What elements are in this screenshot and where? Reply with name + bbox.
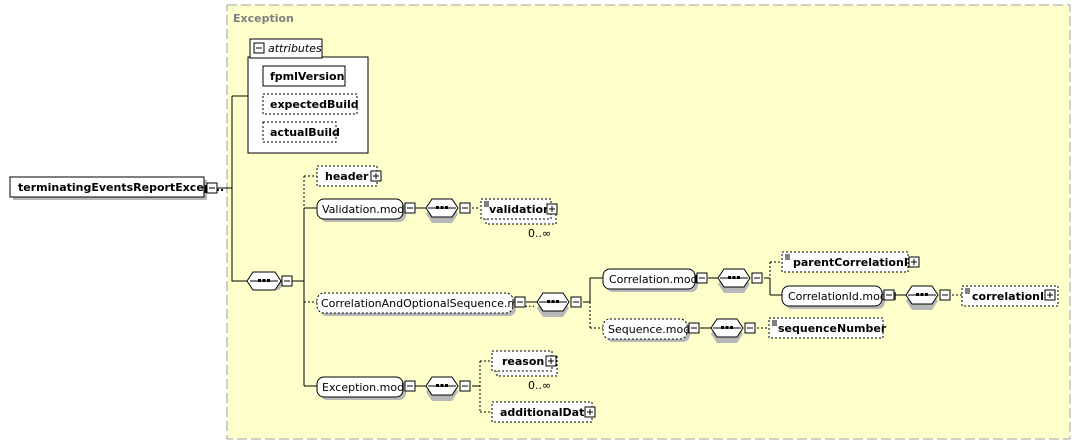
root-element-label: terminatingEventsReportExcep... bbox=[18, 181, 224, 194]
main-sequence-collapse-icon[interactable] bbox=[281, 275, 293, 287]
attribute-fpmlversion-label: fpmlVersion bbox=[270, 70, 344, 83]
attributes-collapse-icon[interactable] bbox=[253, 42, 265, 54]
validation-sequence-compositor[interactable] bbox=[425, 198, 471, 223]
attribute-expectedbuild[interactable]: expectedBuild bbox=[262, 93, 359, 115]
validation-sequence-collapse-icon[interactable] bbox=[459, 202, 471, 214]
reason-cardinality: 0..∞ bbox=[528, 379, 551, 392]
parent-correlation-id-label: parentCorrelationId bbox=[793, 256, 916, 269]
correlation-and-optional-sequence-model-label: CorrelationAndOptionalSequence.mo... bbox=[321, 297, 535, 310]
correlation-id-model-label: CorrelationId.model bbox=[788, 290, 897, 303]
root-collapse-icon[interactable] bbox=[206, 182, 218, 194]
attribute-expectedbuild-label: expectedBuild bbox=[270, 98, 359, 111]
additional-data-element[interactable]: additionalData bbox=[491, 401, 596, 423]
header-element[interactable]: header bbox=[316, 165, 382, 187]
sequence-model-label: Sequence.model bbox=[608, 323, 700, 336]
correlation-id-sequence-compositor[interactable] bbox=[905, 285, 951, 310]
correlation-model-collapse-icon[interactable] bbox=[696, 272, 708, 284]
correlation-sequence-collapse-icon[interactable] bbox=[751, 272, 763, 284]
correlation-id-model-collapse-icon[interactable] bbox=[883, 289, 895, 301]
attribute-fpmlversion[interactable]: fpmlVersion bbox=[262, 65, 346, 87]
reason-label: reason bbox=[502, 355, 544, 368]
correlation-and-optional-sequence-model-group[interactable]: CorrelationAndOptionalSequence.mo... bbox=[316, 292, 535, 316]
header-label: header bbox=[325, 170, 369, 183]
correlation-model-group[interactable]: Correlation.model bbox=[602, 268, 708, 292]
additional-data-expand-icon[interactable] bbox=[584, 406, 596, 418]
sequence-model-compositor[interactable] bbox=[710, 318, 756, 343]
validation-cardinality: 0..∞ bbox=[528, 227, 551, 240]
reason-element[interactable]: reason 0..∞ bbox=[491, 350, 558, 392]
parent-correlation-id-expand-icon[interactable] bbox=[908, 256, 920, 268]
exception-sequence-compositor[interactable] bbox=[425, 376, 471, 401]
correlation-model-label: Correlation.model bbox=[609, 273, 707, 286]
validation-model-collapse-icon[interactable] bbox=[404, 202, 416, 214]
validation-model-label: Validation.model bbox=[322, 203, 414, 216]
validation-label: validation bbox=[489, 203, 551, 216]
correlation-id-model-group[interactable]: CorrelationId.model bbox=[781, 285, 897, 309]
root-element-node[interactable]: terminatingEventsReportExcep... bbox=[9, 176, 224, 200]
sequence-model-collapse-icon[interactable] bbox=[688, 322, 700, 334]
exception-model-collapse-icon[interactable] bbox=[404, 380, 416, 392]
sequence-model-group[interactable]: Sequence.model bbox=[602, 318, 700, 342]
additional-data-label: additionalData bbox=[500, 406, 592, 419]
attributes-label: attributes bbox=[268, 42, 322, 55]
header-expand-icon[interactable] bbox=[370, 170, 382, 182]
sequence-number-label: sequenceNumber bbox=[778, 322, 887, 335]
sequence-model-compositor-collapse-icon[interactable] bbox=[744, 322, 756, 334]
exception-sequence-collapse-icon[interactable] bbox=[459, 380, 471, 392]
connector-lines bbox=[217, 95, 962, 413]
correlation-id-sequence-collapse-icon[interactable] bbox=[939, 289, 951, 301]
exception-group-title: Exception bbox=[233, 12, 294, 25]
attributes-box: attributes fpmlVersion expectedBuild act… bbox=[247, 38, 369, 154]
correlation-id-expand-icon[interactable] bbox=[1044, 289, 1056, 301]
validation-element[interactable]: validation 0..∞ bbox=[480, 198, 558, 240]
attribute-actualbuild-label: actualBuild bbox=[270, 126, 340, 139]
reason-expand-icon[interactable] bbox=[545, 355, 557, 367]
exception-model-label: Exception.model bbox=[322, 381, 414, 394]
correlation-id-label: correlationId bbox=[972, 290, 1052, 303]
correlation-sequence-compositor[interactable] bbox=[717, 268, 763, 293]
correlation-and-optional-sequence-compositor[interactable] bbox=[536, 292, 582, 317]
validation-model-group[interactable]: Validation.model bbox=[316, 198, 416, 222]
main-sequence-compositor[interactable] bbox=[246, 271, 293, 291]
sequence-number-element[interactable]: sequenceNumber bbox=[768, 317, 887, 339]
validation-expand-icon[interactable] bbox=[546, 203, 558, 215]
parent-correlation-id-element[interactable]: parentCorrelationId bbox=[781, 251, 920, 273]
correlation-id-element[interactable]: correlationId bbox=[961, 285, 1059, 307]
exception-model-group[interactable]: Exception.model bbox=[316, 376, 416, 400]
correlation-and-optional-sequence-compositor-collapse-icon[interactable] bbox=[570, 296, 582, 308]
attribute-actualbuild[interactable]: actualBuild bbox=[262, 121, 340, 143]
correlation-and-optional-sequence-collapse-icon[interactable] bbox=[514, 296, 526, 308]
